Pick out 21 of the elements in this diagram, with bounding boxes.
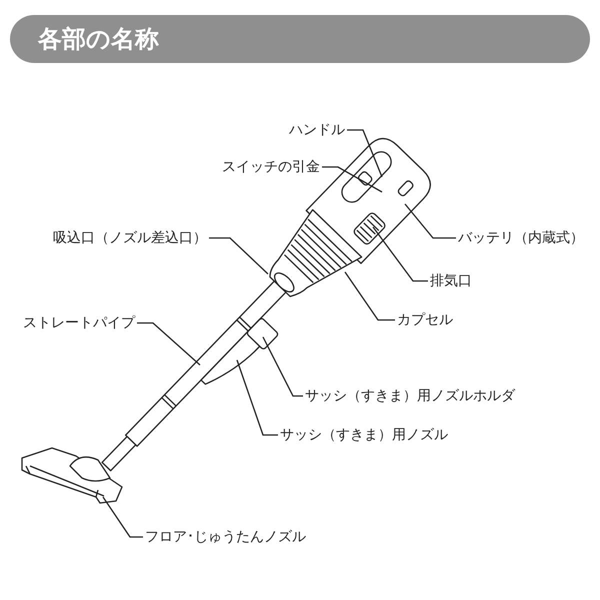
part-label: ストレートパイプ xyxy=(23,314,135,332)
leader-line xyxy=(347,129,383,178)
part-label: 排気口 xyxy=(430,272,472,290)
part-label: サッシ（すきま）用ノズルホルダ xyxy=(305,387,515,405)
part-label: スイッチの引金 xyxy=(222,158,320,176)
part-label: バッテリ（内蔵式） xyxy=(458,229,584,247)
part-label: フロア･じゅうたんノズル xyxy=(145,528,306,546)
leader-line xyxy=(236,360,278,436)
leader-line xyxy=(209,237,268,274)
part-label: サッシ（すきま）用ノズル xyxy=(280,426,448,444)
leader-line xyxy=(137,322,200,366)
part-label: ハンドル xyxy=(289,121,345,139)
part-label: 吸込口（ノズル差込口） xyxy=(53,229,207,247)
part-label: カプセル xyxy=(397,311,453,329)
leader-line xyxy=(404,204,456,239)
leader-line xyxy=(262,336,303,397)
leader-line xyxy=(344,272,395,321)
title-banner: 各部の名称 xyxy=(10,15,590,63)
leader-line xyxy=(322,166,382,193)
leader-line xyxy=(372,226,428,282)
leader-line xyxy=(102,496,143,538)
